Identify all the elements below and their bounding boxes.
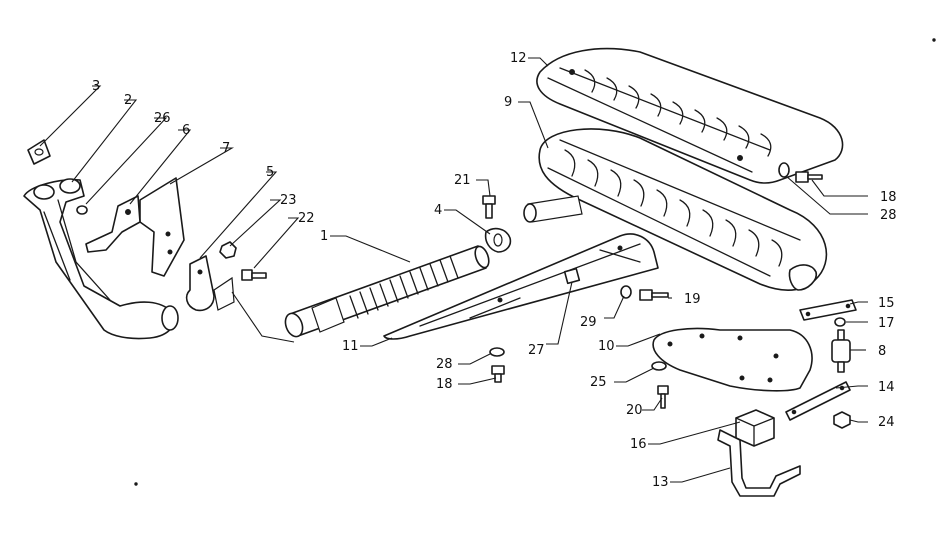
part-bolt-20 (657, 385, 669, 409)
part-washer-26 (76, 205, 88, 215)
callout-20: 20 (626, 403, 643, 418)
callout-5: 5 (266, 165, 274, 180)
part-bolt-19 (639, 289, 669, 301)
callout-27: 27 (528, 343, 545, 358)
callout-6: 6 (182, 123, 190, 138)
part-pipe-clamp-bracket (185, 255, 235, 312)
part-mounting-bracket-large (139, 177, 185, 277)
callout-18-lower: 18 (436, 377, 453, 392)
callout-25: 25 (590, 375, 607, 390)
callout-29: 29 (580, 315, 597, 330)
part-nut-24 (833, 411, 851, 429)
part-exhaust-manifold-pipe (23, 178, 179, 340)
part-washer-28-lower (489, 347, 505, 357)
part-strap-15 (799, 299, 857, 321)
callout-22: 22 (298, 211, 315, 226)
part-washer-28-upper (778, 162, 790, 178)
callout-14: 14 (878, 380, 895, 395)
callout-3: 3 (92, 79, 100, 94)
part-tube-clamp (484, 227, 512, 253)
callout-10: 10 (598, 339, 615, 354)
part-rubber-block (735, 409, 775, 447)
part-flexible-tube (284, 245, 490, 338)
callout-18-upper: 18 (880, 190, 897, 205)
callout-21: 21 (454, 173, 471, 188)
part-support-bracket (717, 429, 801, 497)
callout-9: 9 (504, 95, 512, 110)
callout-19: 19 (684, 292, 701, 307)
part-washer-29 (620, 285, 632, 299)
callout-24: 24 (878, 415, 895, 430)
callout-28-lower: 28 (436, 357, 453, 372)
callout-13: 13 (652, 475, 669, 490)
part-bolt-18-lower (491, 365, 505, 383)
part-upper-heat-shield (536, 47, 844, 184)
callout-26: 26 (154, 111, 171, 126)
part-bolt-22 (241, 269, 267, 281)
part-bolt-18-upper (795, 171, 823, 183)
leader-lines (39, 57, 868, 483)
part-mounting-plate (652, 327, 813, 392)
callout-8: 8 (878, 344, 886, 359)
part-bolt-21 (482, 195, 496, 219)
part-mounting-bracket-small (85, 195, 141, 253)
stray-dot (932, 38, 936, 42)
callout-12: 12 (510, 51, 527, 66)
callout-11: 11 (342, 339, 359, 354)
callout-7: 7 (222, 141, 230, 156)
callout-15: 15 (878, 296, 895, 311)
part-washer-25 (651, 361, 667, 371)
callout-4: 4 (434, 203, 442, 218)
part-nut-23 (219, 241, 237, 259)
part-washer-17 (834, 317, 846, 327)
callout-numbers: 1 2 3 4 5 6 7 8 9 10 11 12 13 14 15 16 1… (92, 51, 897, 490)
part-shield-nut (563, 267, 581, 285)
callout-2: 2 (124, 93, 132, 108)
callout-16: 16 (630, 437, 647, 452)
part-flange-gasket (27, 139, 51, 165)
part-strap-14 (785, 381, 851, 421)
callout-28-upper: 28 (880, 208, 897, 223)
callout-17: 17 (878, 316, 895, 331)
stray-dot (134, 482, 138, 486)
part-rubber-mount (831, 329, 851, 373)
part-main-silencer (523, 128, 828, 292)
callout-1: 1 (320, 229, 328, 244)
callout-23: 23 (280, 193, 297, 208)
